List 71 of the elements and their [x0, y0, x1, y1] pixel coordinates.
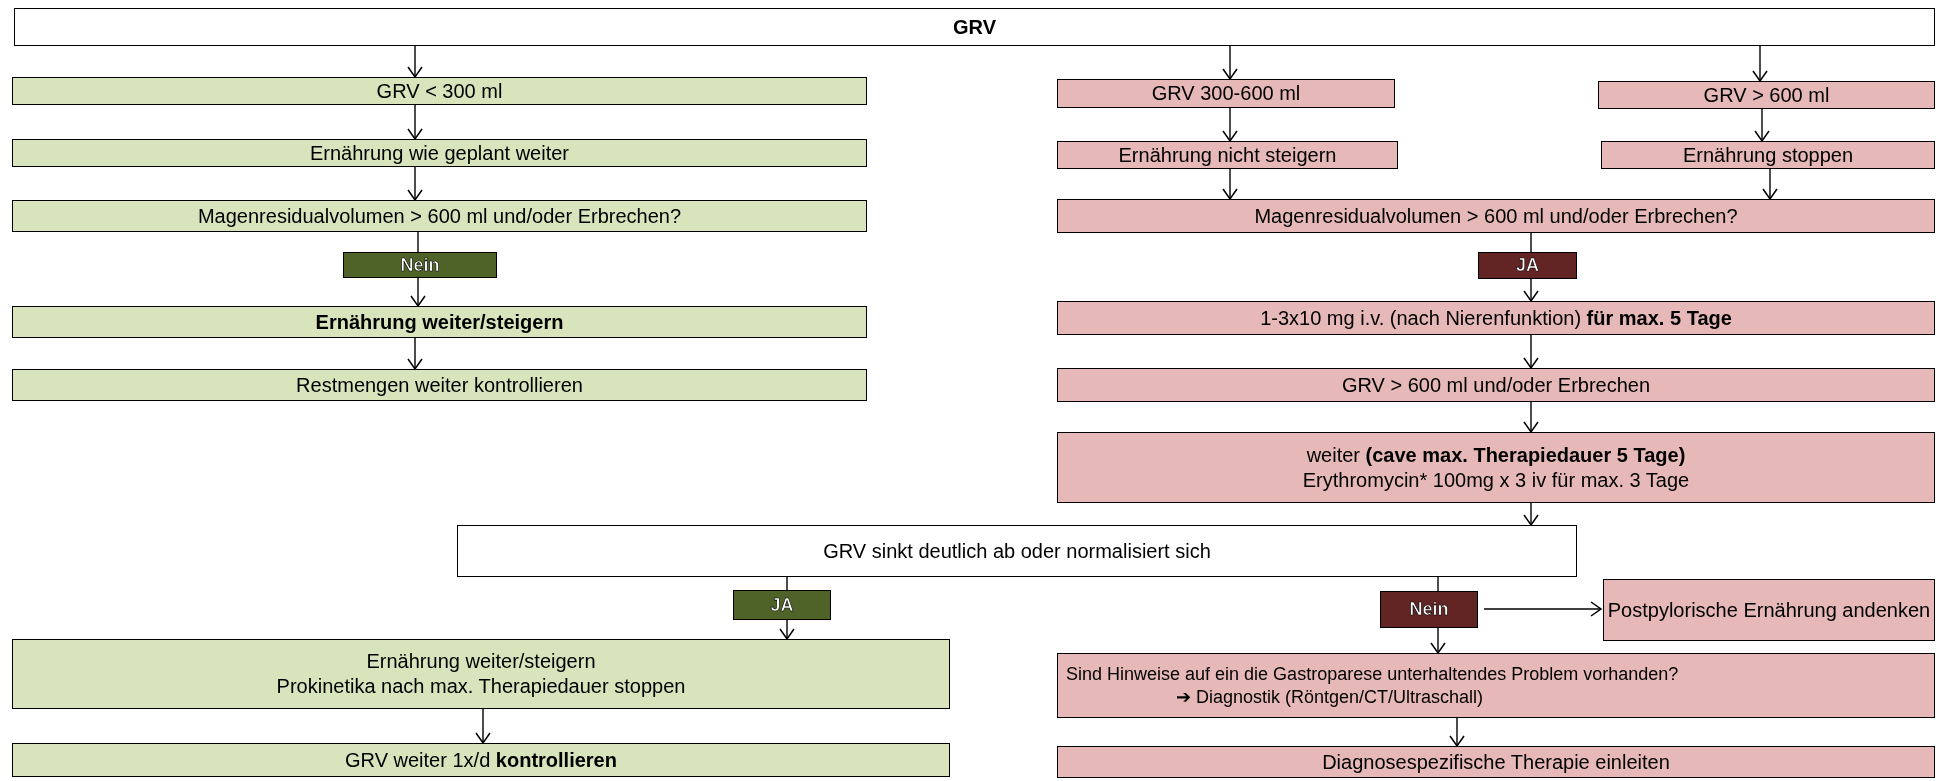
decision-tag	[733, 590, 831, 620]
decision-tag	[1478, 252, 1577, 279]
box-text: 1-3x10 mg i.v. (nach Nierenfunktion) für max. 5 Tage	[1260, 305, 1732, 331]
process-box	[1057, 368, 1935, 402]
process-box	[12, 139, 867, 167]
process-box	[1603, 579, 1935, 641]
box-text: GRV > 600 ml und/oder Erbrechen	[1341, 372, 1651, 398]
process-box	[1057, 301, 1935, 335]
box-text: ➔ Diagnostik (Röntgen/CT/Ultraschall)	[1175, 685, 1484, 708]
box-text: Nein	[400, 253, 440, 277]
box-text: GRV weiter 1x/d kontrollieren	[345, 747, 617, 773]
box-text: Ernährung nicht steigern	[1118, 142, 1337, 168]
process-box	[1601, 141, 1935, 169]
box-text: Ernährung wie geplant weiter	[309, 140, 569, 166]
process-box	[1057, 141, 1398, 169]
box-text: GRV 300-600 ml	[1151, 81, 1301, 106]
decision-tag	[1380, 591, 1478, 628]
arrow	[1523, 401, 1539, 433]
box-text: Ernährung weiter/steigern	[366, 649, 596, 674]
arrow	[1222, 45, 1238, 80]
arrow	[1754, 108, 1770, 142]
box-text: GRV < 300 ml	[376, 78, 503, 104]
arrow	[475, 708, 491, 744]
arrow	[1752, 45, 1768, 82]
box-text: Restmengen weiter kontrollieren	[296, 372, 583, 398]
process-box	[12, 639, 950, 709]
box-text: JA	[770, 593, 794, 617]
box-text: GRV > 600 ml	[1703, 82, 1830, 108]
process-box	[1057, 746, 1935, 778]
box-text: Magenresidualvolumen > 600 ml und/oder Erbrechen?	[197, 203, 682, 229]
decision-tag	[343, 252, 497, 278]
process-box	[12, 306, 867, 338]
arrow	[407, 45, 423, 78]
process-box	[12, 369, 867, 401]
arrow	[1762, 168, 1778, 200]
process-box	[12, 77, 867, 105]
box-text: Magenresidualvolumen > 600 ml und/oder Erbrechen?	[1254, 203, 1738, 229]
arrow	[1222, 107, 1238, 142]
box-text: GRV	[953, 14, 996, 40]
arrow	[1523, 334, 1539, 369]
process-box	[1057, 79, 1395, 108]
process-box	[1057, 432, 1935, 503]
box-text: JA	[1516, 254, 1539, 277]
arrow	[410, 277, 426, 307]
process-box	[1057, 199, 1935, 233]
box-text: Nein	[1409, 598, 1449, 621]
process-box	[12, 200, 867, 232]
box-text: Prokinetika nach max. Therapiedauer stoppen	[276, 674, 686, 699]
box-text: Erythromycin* 100mg x 3 iv für max. 3 Tage	[1302, 467, 1690, 493]
arrow	[1430, 627, 1446, 654]
box-text: Ernährung stoppen	[1682, 142, 1854, 168]
arrow	[407, 104, 423, 140]
arrow	[1483, 601, 1602, 617]
arrow	[1222, 168, 1238, 200]
arrow	[407, 337, 423, 370]
box-text: GRV sinkt deutlich ab oder normalisiert sich	[823, 538, 1211, 564]
box-text: Sind Hinweise auf ein die Gastroparese unterhaltendes Problem vorhanden?	[1066, 663, 1679, 686]
arrow	[1523, 502, 1539, 526]
arrow	[1523, 278, 1539, 302]
arrow	[407, 166, 423, 201]
process-box	[1057, 653, 1935, 718]
process-box	[1598, 81, 1935, 109]
arrow	[1449, 717, 1465, 747]
box-text: weiter (cave max. Therapiedauer 5 Tage)	[1306, 442, 1686, 468]
box-text: Ernährung weiter/steigern	[315, 309, 564, 335]
process-box	[12, 743, 950, 777]
process-box	[457, 525, 1577, 577]
process-box	[14, 8, 1935, 46]
arrow	[779, 619, 795, 640]
box-text: Postpylorische Ernährung andenken	[1607, 597, 1931, 623]
box-text: Diagnosespezifische Therapie einleiten	[1322, 749, 1670, 775]
